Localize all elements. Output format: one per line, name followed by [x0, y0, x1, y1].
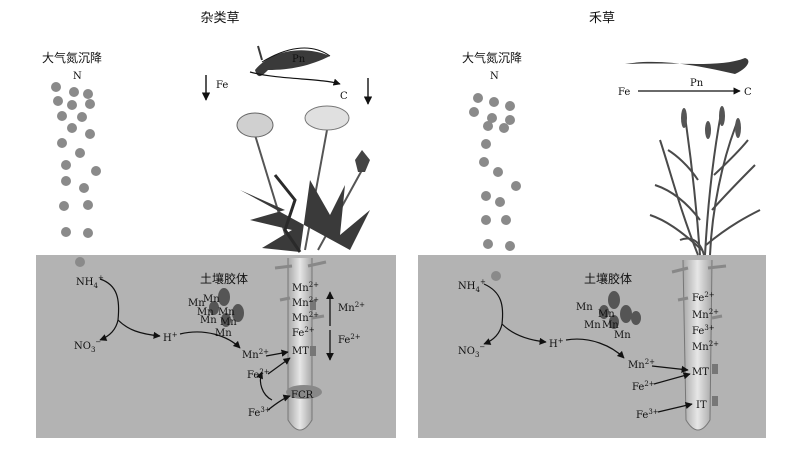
left-no3-label: NO3−: [74, 338, 101, 354]
svg-text:Fe2+: Fe2+: [692, 291, 715, 304]
right-grass-seedheads: [681, 106, 741, 139]
left-side-mn: Mn2+: [338, 301, 365, 314]
right-it-label: IT: [696, 400, 707, 411]
right-mn-cluster: Mn Mn Mn Mn Mn: [576, 302, 631, 341]
svg-text:Mn: Mn: [614, 330, 631, 341]
right-h-arrow: [501, 323, 547, 345]
left-fe2-label: Fe2+: [247, 368, 270, 381]
left-fe3-label: Fe3+: [248, 406, 271, 419]
left-colloid-particles: [209, 288, 244, 327]
left-fcr-label: FCR: [291, 390, 314, 401]
right-leaf: [625, 58, 749, 74]
svg-text:Mn2+: Mn2+: [292, 311, 319, 324]
left-colloid-label: 土壤胶体: [200, 271, 248, 286]
svg-text:Fe3+: Fe3+: [692, 324, 715, 337]
left-panel-title: 杂类草: [200, 11, 239, 26]
svg-text:Fe2+: Fe2+: [292, 326, 315, 339]
left-nitrogen-dots: [51, 82, 101, 267]
svg-text:Mn2+: Mn2+: [292, 296, 319, 309]
left-soil-layer: [36, 255, 396, 438]
right-h-to-mn-arrow: [565, 338, 625, 359]
right-fe3-to-it-arrow: [657, 401, 693, 413]
left-leaf: Pn: [255, 45, 331, 77]
svg-text:Mn: Mn: [220, 317, 237, 328]
left-h-to-mn-arrow: [179, 331, 241, 349]
left-fe3-to-fcr-arrow: [267, 394, 291, 411]
left-nh4-label: NH4+: [76, 274, 104, 290]
right-fe-leaf-label: Fe: [618, 87, 630, 98]
left-side-fe: Fe2+: [338, 333, 361, 346]
left-nitrogen-symbol: N: [73, 71, 82, 82]
svg-text:Mn: Mn: [203, 294, 220, 305]
left-pn-arrow: [249, 71, 341, 86]
right-colloid-particles: [599, 291, 641, 329]
svg-text:Mn: Mn: [218, 307, 235, 318]
right-fe2-label: Fe2+: [632, 380, 655, 393]
left-fe2-to-mt-arrow: [267, 357, 291, 375]
right-grass-plant: [649, 107, 761, 256]
svg-text:Mn2+: Mn2+: [292, 281, 319, 294]
right-no3-label: NO3−: [458, 343, 485, 359]
right-pn-label: Pn: [690, 78, 704, 89]
svg-text:Mn: Mn: [200, 315, 217, 326]
right-panel: 禾草 大气氮沉降 N Fe Pn C: [418, 11, 766, 438]
right-fe2-to-mt-arrow: [653, 372, 691, 385]
right-mn-to-mt-arrow: [651, 365, 689, 373]
left-deposition-label: 大气氮沉降: [42, 50, 102, 65]
svg-text:Mn: Mn: [188, 298, 205, 309]
svg-text:Mn2+: Mn2+: [692, 340, 719, 353]
right-c-label: C: [744, 87, 752, 98]
left-pn-label: Pn: [292, 54, 306, 65]
right-fe3-label: Fe3+: [636, 408, 659, 421]
right-h-label: H+: [549, 337, 564, 350]
right-root: [671, 259, 727, 431]
right-nitrogen-dots: [469, 93, 521, 281]
left-fe-leaf-label: Fe: [216, 80, 228, 91]
right-colloid-label: 土壤胶体: [584, 271, 632, 286]
svg-text:Mn: Mn: [576, 302, 593, 313]
left-panel: 杂类草 大气氮沉降 N Pn C Fe: [36, 11, 396, 438]
left-fe3-to-fe2-arrow: [256, 371, 273, 401]
svg-text:Mn: Mn: [215, 328, 232, 339]
left-h-label: H+: [163, 331, 178, 344]
svg-text:Mn: Mn: [602, 320, 619, 331]
left-mt-label: MT: [292, 346, 309, 357]
left-mn-cluster: Mn Mn Mn Mn Mn Mn Mn: [188, 294, 237, 339]
svg-text:Mn: Mn: [197, 307, 214, 318]
right-mt-label: MT: [692, 367, 709, 378]
svg-text:Mn: Mn: [598, 309, 615, 320]
left-root-ions: Mn2+ Mn2+ Mn2+ Fe2+ MT FCR: [291, 281, 319, 401]
left-c-label: C: [340, 91, 348, 102]
left-mn-to-mt-arrow: [265, 349, 289, 357]
left-mn2-label: Mn2+: [242, 348, 269, 361]
left-h-arrow: [117, 319, 161, 339]
right-deposition-label: 大气氮沉降: [462, 50, 522, 65]
svg-text:Mn2+: Mn2+: [692, 308, 719, 321]
right-nh4-label: NH4+: [458, 278, 486, 294]
left-root: [274, 258, 327, 431]
svg-text:Mn: Mn: [584, 320, 601, 331]
right-mn2-label: Mn2+: [628, 358, 655, 371]
right-root-ions: Fe2+ Mn2+ Fe3+ Mn2+ MT IT: [692, 291, 719, 411]
left-forb-plant: [236, 105, 370, 253]
right-nitrogen-symbol: N: [490, 71, 499, 82]
right-panel-title: 禾草: [589, 11, 615, 26]
